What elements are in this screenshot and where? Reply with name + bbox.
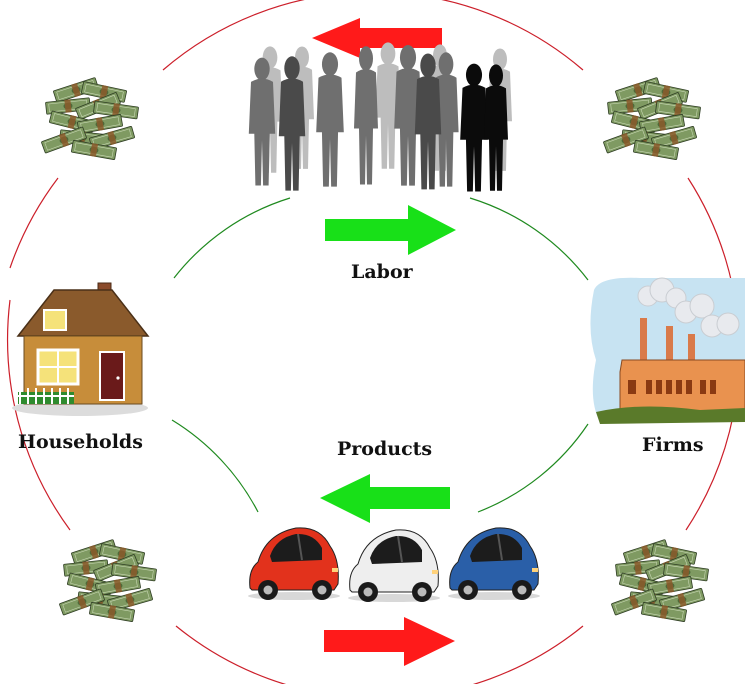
money-flow-arc-left-upper xyxy=(9,177,59,269)
people-silhouette-icon xyxy=(248,42,512,192)
money-stack-icon-bottom-left xyxy=(59,539,157,622)
products-arrow-left xyxy=(320,474,450,523)
labor-arrow-right xyxy=(325,205,456,255)
money-stack-icon-top-left xyxy=(41,77,139,160)
money-arrow-bottom-right xyxy=(324,617,455,666)
money-flow-arc-left xyxy=(6,299,71,531)
households-label: Households xyxy=(18,431,143,453)
money-flow-arc-top xyxy=(162,0,584,71)
real-flow-arc-top-right xyxy=(469,197,589,281)
real-flow-arc-top-left xyxy=(173,197,291,279)
labor-label: Labor xyxy=(351,261,413,283)
real-flow-arc-bottom-right xyxy=(477,423,589,513)
car-icon xyxy=(247,526,541,603)
factory-icon xyxy=(590,277,745,424)
money-stack-icon-bottom-right xyxy=(611,539,709,622)
house-icon xyxy=(12,282,150,416)
firms-label: Firms xyxy=(642,434,704,456)
products-label: Products xyxy=(337,438,433,460)
money-flow-arc-bottom xyxy=(175,625,584,684)
money-arrow-top-left xyxy=(312,18,442,58)
real-flow-arc-bottom-left xyxy=(171,419,259,513)
money-stack-icon-top-right xyxy=(603,77,701,160)
